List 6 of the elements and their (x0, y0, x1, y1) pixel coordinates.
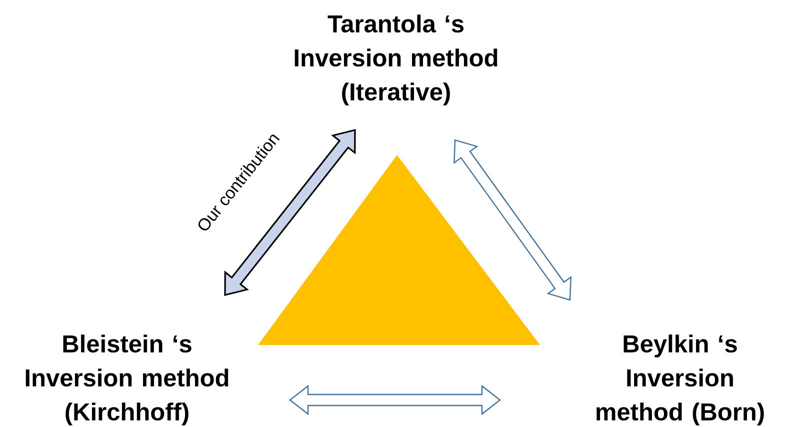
method-label: Beylkin ‘s Inversion method (Born) (596, 334, 764, 426)
method-label: Tarantola ‘s Inversion method (Iterative) (294, 14, 498, 106)
double-arrow (289, 384, 501, 416)
double-arrow (454, 139, 572, 301)
method-label: Bleistein ‘s Inversion method (Kirchhoff) (26, 334, 228, 426)
double-arrow (224, 128, 356, 296)
